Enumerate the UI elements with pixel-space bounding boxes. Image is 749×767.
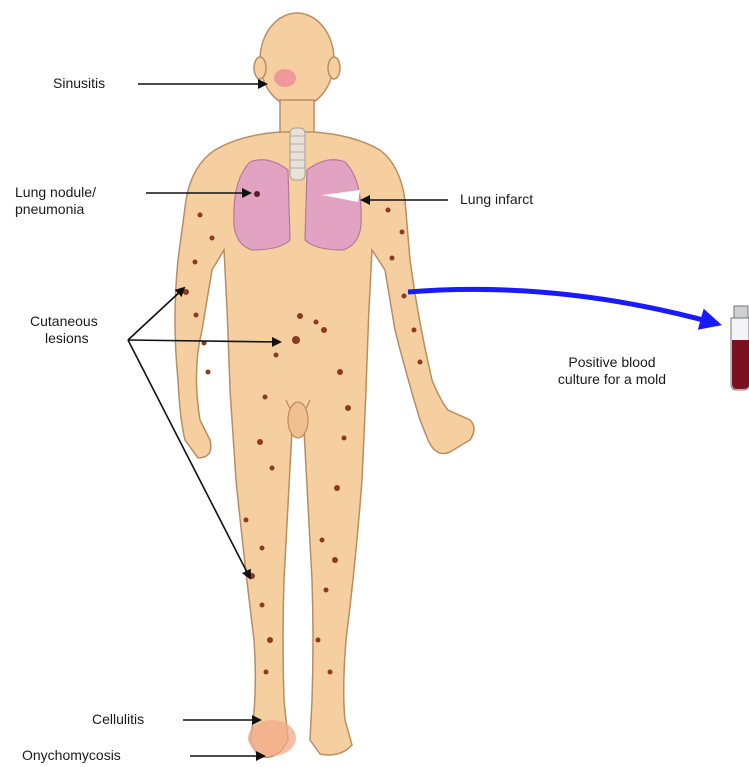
left-lung: [234, 160, 290, 250]
lung-nodule-dot: [254, 191, 260, 197]
label-lung-infarct: Lung infarct: [460, 191, 533, 208]
label-onychomycosis: Onychomycosis: [22, 747, 121, 764]
label-sinusitis: Sinusitis: [53, 75, 105, 92]
human-body-figure: [175, 13, 474, 757]
label-lung-nodule: Lung nodule/: [15, 184, 96, 201]
blood-culture-bottle-icon: [731, 306, 749, 390]
label-lesions: lesions: [45, 330, 89, 347]
label-pneumonia: pneumonia: [15, 201, 84, 218]
cellulitis-area: [248, 720, 296, 756]
label-culture-for-mold: culture for a mold: [517, 371, 707, 388]
head: [260, 13, 334, 107]
label-cellulitis: Cellulitis: [92, 711, 144, 728]
blood-culture-arrow: [408, 289, 718, 324]
label-cutaneous: Cutaneous: [30, 313, 98, 330]
label-positive-blood: Positive blood: [517, 354, 707, 371]
right-lung: [305, 160, 361, 250]
sinus-redness: [274, 69, 296, 87]
